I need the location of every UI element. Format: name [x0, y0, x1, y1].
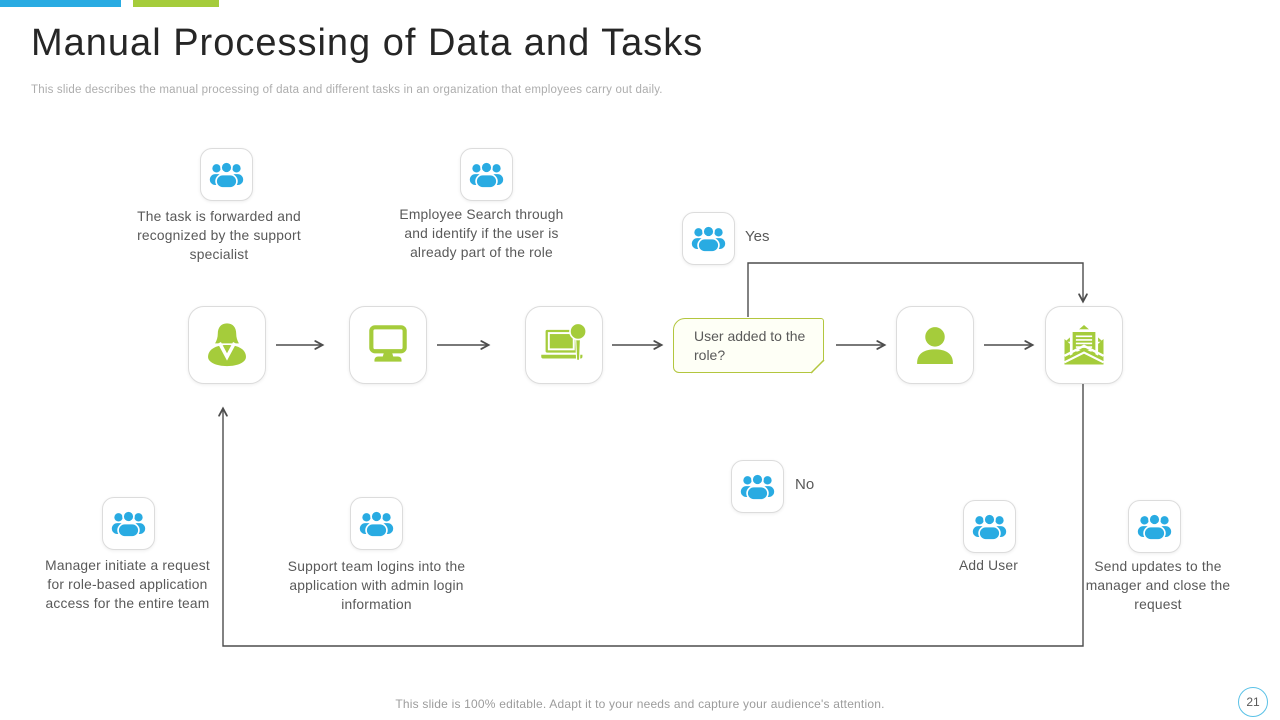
annotation-send-updates-tile [1128, 500, 1181, 553]
people-group-icon [1136, 512, 1173, 542]
step-employee-search-tile [525, 306, 603, 384]
label-support-login: Support team logins into the application… [287, 559, 466, 612]
people-group-icon [739, 472, 776, 502]
label-add-user: Add User [958, 558, 1019, 573]
accent-bar-green [133, 0, 219, 7]
page-number-badge: 21 [1238, 687, 1268, 717]
annotation-manager-initiate-tile [102, 497, 155, 550]
slide-subtitle: This slide describes the manual processi… [31, 84, 663, 96]
annotation-task-forwarded-tile [200, 148, 253, 201]
people-group-icon [358, 509, 395, 539]
label-employee-search: Employee Search through and identify if … [399, 207, 564, 260]
slide-footer: This slide is 100% editable. Adapt it to… [395, 697, 885, 711]
people-group-icon [208, 160, 245, 190]
annotation-add-user-tile [963, 500, 1016, 553]
label-no: No [795, 476, 815, 493]
label-yes: Yes [745, 228, 770, 245]
businesswoman-icon [201, 319, 253, 371]
people-group-icon [110, 509, 147, 539]
people-group-icon [690, 224, 727, 254]
annotation-employee-search-tile [460, 148, 513, 201]
page-number: 21 [1246, 695, 1260, 709]
step-add-user-tile [896, 306, 974, 384]
label-task-forwarded: The task is forwarded and recognized by … [137, 209, 301, 262]
decision-box: User added to the role? [673, 318, 825, 374]
step-send-updates-tile [1045, 306, 1123, 384]
user-icon [909, 319, 961, 371]
fold-corner [810, 359, 825, 374]
accent-bar-blue [0, 0, 121, 7]
step-admin-login-tile [349, 306, 427, 384]
decision-text: User added to the role? [694, 327, 806, 363]
annotation-yes-tile [682, 212, 735, 265]
laptop-search-icon [538, 319, 590, 371]
page-title: Manual Processing of Data and Tasks [31, 22, 704, 64]
desktop-monitor-icon [363, 320, 413, 370]
label-manager-initiate: Manager initiate a request for role-base… [45, 558, 210, 611]
annotation-no-tile [731, 460, 784, 513]
step-manager-request-tile [188, 306, 266, 384]
label-send-updates: Send updates to the manager and close th… [1085, 559, 1231, 612]
annotation-support-login-tile [350, 497, 403, 550]
people-group-icon [468, 160, 505, 190]
people-group-icon [971, 512, 1008, 542]
open-letter-icon [1058, 319, 1110, 371]
